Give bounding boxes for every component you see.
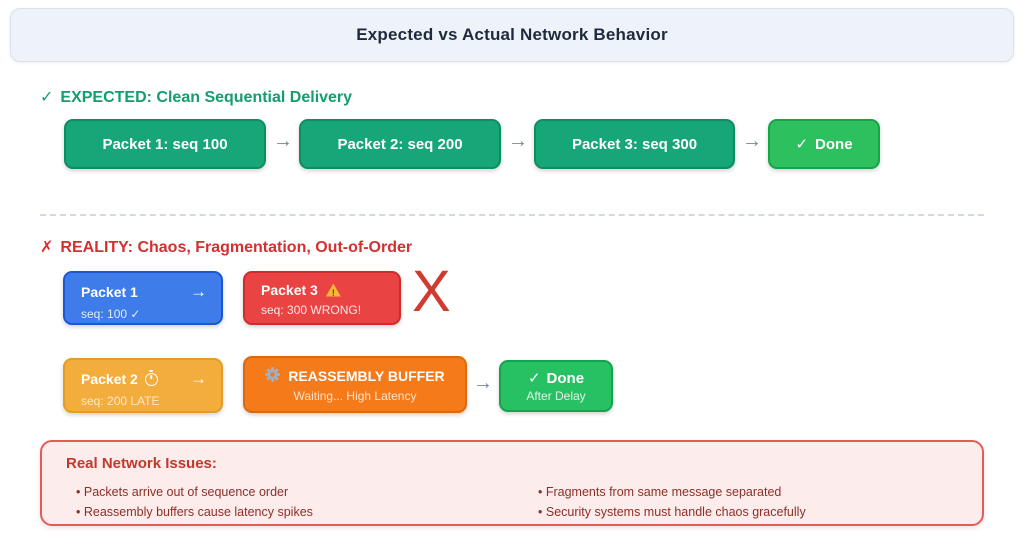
reality-packet-3-box: Packet 3 seq: 300 WRONG! bbox=[243, 271, 401, 325]
expected-packet-1-label: Packet 1: seq 100 bbox=[102, 135, 228, 153]
reassembly-buffer-subtitle: Waiting... High Latency bbox=[293, 388, 417, 403]
reality-packet-1-box: Packet 1 → seq: 100 ✓ bbox=[63, 271, 223, 325]
flow-arrow-icon: → bbox=[473, 372, 493, 394]
reality-section-heading: ✗ REALITY: Chaos, Fragmentation, Out-of-O… bbox=[40, 237, 412, 257]
issues-right-column: Fragments from same message separated Se… bbox=[538, 482, 806, 522]
reality-packet-2-subtitle: seq: 200 LATE bbox=[81, 394, 160, 408]
issue-item: Packets arrive out of sequence order bbox=[76, 482, 313, 502]
page-title: Expected vs Actual Network Behavior bbox=[356, 25, 668, 44]
expected-section-heading: ✓ EXPECTED: Clean Sequential Delivery bbox=[40, 87, 352, 107]
reassembly-buffer-box: REASSEMBLY BUFFER Waiting... High Latenc… bbox=[243, 356, 467, 413]
arrow-right-icon: → bbox=[190, 369, 207, 388]
check-icon: ✓ bbox=[795, 136, 809, 153]
expected-heading-label: EXPECTED: Clean Sequential Delivery bbox=[60, 89, 353, 106]
error-x-mark: X bbox=[412, 259, 451, 324]
reality-done-header: ✓ Done bbox=[527, 369, 585, 388]
reassembly-buffer-header: REASSEMBLY BUFFER bbox=[265, 366, 445, 385]
warning-icon bbox=[325, 283, 341, 297]
flow-arrow-icon: → bbox=[508, 130, 528, 152]
issue-item: Reassembly buffers cause latency spikes bbox=[76, 502, 313, 522]
arrow-right-icon: → bbox=[190, 282, 207, 301]
expected-done-label: Done bbox=[815, 135, 853, 153]
reality-packet-3-title: Packet 3 bbox=[261, 282, 318, 298]
expected-packet-2-box: Packet 2: seq 200 bbox=[299, 119, 501, 169]
diagram-title-bar: Expected vs Actual Network Behavior bbox=[10, 8, 1014, 62]
issue-item: Fragments from same message separated bbox=[538, 482, 806, 502]
reality-done-label: Done bbox=[546, 369, 585, 387]
stopwatch-icon bbox=[144, 372, 158, 386]
reality-packet-1-title: Packet 1 bbox=[81, 284, 138, 300]
check-icon: ✓ bbox=[40, 89, 54, 106]
reality-done-box: ✓ Done After Delay bbox=[499, 360, 613, 412]
reality-packet-2-box: Packet 2 → seq: 200 LATE bbox=[63, 358, 223, 413]
reality-packet-3-subtitle: seq: 300 WRONG! bbox=[261, 303, 362, 317]
reality-done-subtitle: After Delay bbox=[526, 389, 586, 403]
expected-packet-1-box: Packet 1: seq 100 bbox=[64, 119, 266, 169]
real-network-issues-panel: Real Network Issues: Packets arrive out … bbox=[40, 440, 984, 526]
expected-done-box: ✓ Done bbox=[768, 119, 880, 169]
reality-packet-1-subtitle: seq: 100 ✓ bbox=[81, 307, 141, 321]
section-divider bbox=[40, 214, 984, 216]
expected-packet-3-label: Packet 3: seq 300 bbox=[571, 135, 698, 153]
flow-arrow-icon: → bbox=[273, 130, 293, 152]
expected-packet-2-label: Packet 2: seq 200 bbox=[337, 135, 463, 153]
issues-left-column: Packets arrive out of sequence order Rea… bbox=[76, 482, 313, 522]
reality-packet-2-title: Packet 2 bbox=[81, 371, 138, 387]
reality-packet-3-header: Packet 3 bbox=[261, 282, 385, 298]
gear-icon bbox=[265, 366, 281, 385]
issue-item: Security systems must handle chaos grace… bbox=[538, 502, 806, 522]
cross-icon: ✗ bbox=[40, 239, 54, 256]
flow-arrow-icon: → bbox=[742, 130, 762, 152]
expected-packet-3-box: Packet 3: seq 300 bbox=[534, 119, 735, 169]
reality-packet-2-header: Packet 2 → bbox=[81, 369, 207, 389]
reality-heading-label: REALITY: Chaos, Fragmentation, Out-of-Or… bbox=[60, 239, 413, 256]
check-icon: ✓ bbox=[527, 370, 541, 387]
reality-packet-1-header: Packet 1 → bbox=[81, 282, 207, 302]
issues-title: Real Network Issues: bbox=[66, 455, 217, 472]
reassembly-buffer-title: REASSEMBLY BUFFER bbox=[288, 367, 445, 384]
